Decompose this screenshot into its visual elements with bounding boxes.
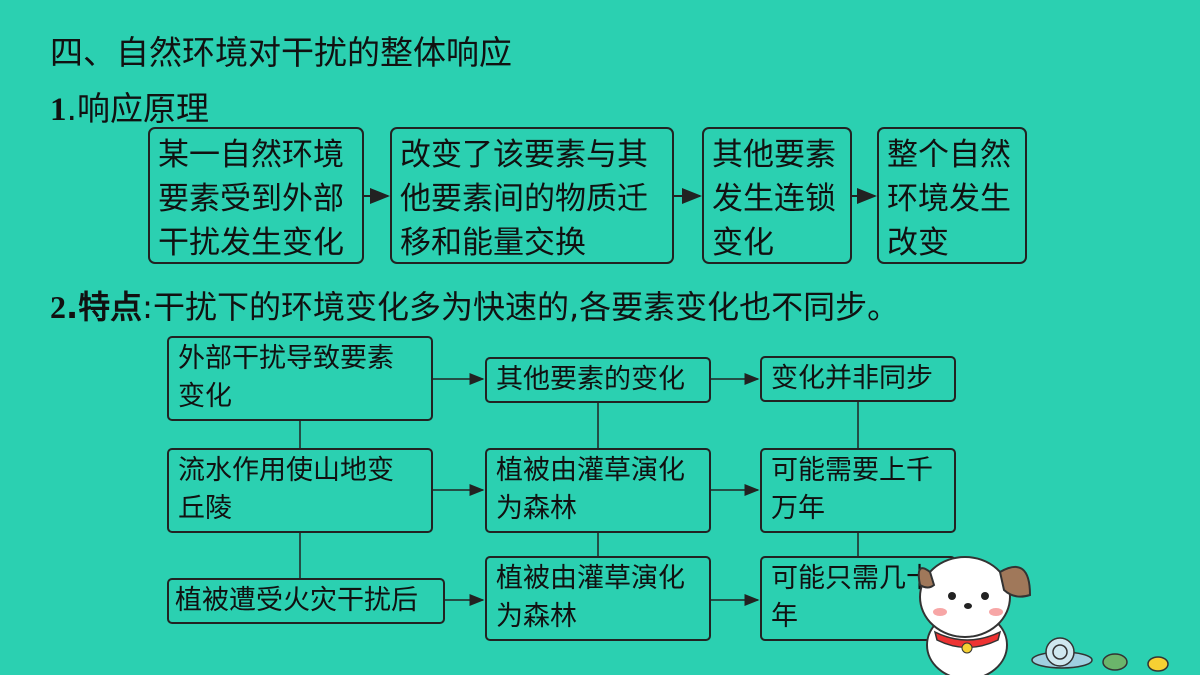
chain-box-1-line-3: 干扰发生变化 bbox=[158, 225, 344, 261]
flow-box-c2-r2-line-2: 为森林 bbox=[496, 493, 577, 524]
section-2-number: 2 bbox=[50, 289, 66, 325]
flow-box-c3-r3-line-1: 可能只需几十 bbox=[771, 563, 933, 594]
section-2-heading: 2.特点:干扰下的环境变化多为快速的,各要素变化也不同步。 bbox=[50, 282, 899, 328]
flow-box-c2-r3: 植被由灌草演化 为森林 bbox=[485, 556, 711, 641]
flow-box-c1-r3: 植被遭受火灾干扰后 bbox=[167, 578, 445, 624]
flow-box-c2-r3-line-1: 植被由灌草演化 bbox=[496, 563, 685, 594]
flow-box-c1-r3-line-1: 植被遭受火灾干扰后 bbox=[175, 585, 418, 616]
flow-box-c2-r1-line-1: 其他要素的变化 bbox=[496, 364, 685, 395]
flow-box-c2-r2-line-1: 植被由灌草演化 bbox=[496, 455, 685, 486]
page-title: 四、自然环境对干扰的整体响应 bbox=[50, 33, 512, 72]
chain-box-2-line-1: 改变了该要素与其 bbox=[400, 137, 648, 173]
flow-box-c2-r3-line-2: 为森林 bbox=[496, 601, 577, 632]
section-1-number: 1 bbox=[50, 92, 67, 128]
snail-illustration bbox=[1031, 637, 1093, 669]
flow-box-c1-r1-line-2: 变化 bbox=[178, 381, 232, 412]
section-2-text: :干扰下的环境变化多为快速的,各要素变化也不同步。 bbox=[142, 288, 900, 326]
flow-box-c3-r3-line-2: 年 bbox=[771, 601, 798, 632]
chain-box-3-line-1: 其他要素 bbox=[712, 137, 836, 173]
chain-box-1: 某一自然环境 要素受到外部 干扰发生变化 bbox=[148, 127, 364, 264]
flow-box-c1-r2-line-2: 丘陵 bbox=[178, 493, 232, 524]
flow-box-c2-r1: 其他要素的变化 bbox=[485, 357, 711, 403]
flow-box-c1-r1: 外部干扰导致要素 变化 bbox=[167, 336, 433, 421]
chain-box-4-line-1: 整个自然 bbox=[887, 137, 1011, 173]
chain-box-3-line-2: 发生连锁 bbox=[712, 181, 836, 217]
chain-box-4-line-3: 改变 bbox=[887, 225, 949, 261]
chain-box-4-line-2: 环境发生 bbox=[887, 181, 1011, 217]
chain-box-1-line-2: 要素受到外部 bbox=[158, 181, 344, 217]
chain-box-4: 整个自然 环境发生 改变 bbox=[877, 127, 1027, 264]
chain-box-2: 改变了该要素与其 他要素间的物质迁 移和能量交换 bbox=[390, 127, 674, 264]
section-1-heading: 1.响应原理 bbox=[50, 82, 209, 130]
section-1-label: .响应原理 bbox=[66, 89, 210, 128]
chain-box-2-line-2: 他要素间的物质迁 bbox=[400, 181, 648, 217]
small-shell-illustration bbox=[1102, 653, 1169, 672]
chain-box-2-line-3: 移和能量交换 bbox=[400, 225, 586, 261]
flow-box-c3-r2: 可能需要上千 万年 bbox=[760, 448, 956, 533]
flow-box-c1-r2: 流水作用使山地变 丘陵 bbox=[167, 448, 433, 533]
puppy-illustration bbox=[917, 556, 1032, 675]
flow-box-c3-r2-line-1: 可能需要上千 bbox=[771, 455, 933, 486]
flow-box-c3-r1: 变化并非同步 bbox=[760, 356, 956, 402]
flow-box-c3-r1-line-1: 变化并非同步 bbox=[771, 363, 933, 394]
flow-box-c3-r3: 可能只需几十 年 bbox=[760, 556, 956, 641]
section-2-label: .特点 bbox=[66, 288, 143, 326]
flow-box-c3-r2-line-2: 万年 bbox=[771, 493, 825, 524]
chain-box-3: 其他要素 发生连锁 变化 bbox=[702, 127, 852, 264]
flow-box-c2-r2: 植被由灌草演化 为森林 bbox=[485, 448, 711, 533]
flow-box-c1-r1-line-1: 外部干扰导致要素 bbox=[178, 343, 394, 374]
flow-box-c1-r2-line-1: 流水作用使山地变 bbox=[178, 455, 394, 486]
chain-box-1-line-1: 某一自然环境 bbox=[158, 137, 344, 173]
chain-box-3-line-3: 变化 bbox=[712, 225, 774, 261]
